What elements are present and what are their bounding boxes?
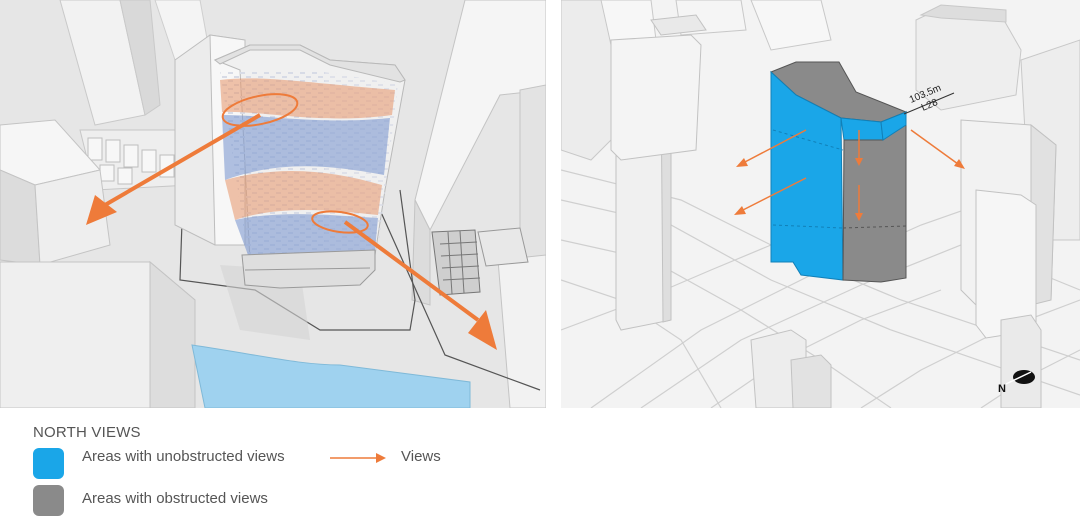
left-foreground-block xyxy=(0,119,111,266)
left-mid-tower xyxy=(610,14,707,161)
view-arrow-west-upper xyxy=(736,129,807,167)
legend: NORTH VIEWS Areas with unobstructed view… xyxy=(0,408,1080,518)
grid-canopy xyxy=(431,227,529,296)
right-foreground-towers xyxy=(411,0,546,408)
unobstructed-label: Areas with unobstructed views xyxy=(82,448,285,465)
obstructed-swatch xyxy=(33,485,64,516)
site-boundary xyxy=(179,189,416,331)
views-arrow-icon xyxy=(330,453,386,463)
north-label: N xyxy=(998,383,1006,395)
right-massing-view: 103.5m L28 N xyxy=(561,0,1080,408)
left-aerial-drawing xyxy=(0,0,546,408)
view-arrow-east xyxy=(910,129,965,169)
bottom-left-block xyxy=(0,260,196,408)
view-arrow-west-lower xyxy=(734,177,807,215)
left-aerial-view xyxy=(0,0,546,408)
background-towers-left xyxy=(59,0,211,126)
street-edge xyxy=(379,209,541,391)
right-massing-drawing: 103.5m L28 N xyxy=(561,0,1080,408)
right-towers xyxy=(750,119,1057,408)
view-arrow-northwest xyxy=(86,113,262,225)
view-arrow-southeast xyxy=(343,220,497,350)
legend-title: NORTH VIEWS xyxy=(33,424,141,441)
north-arrow: N xyxy=(998,370,1035,395)
unobstructed-facade xyxy=(770,70,844,281)
subject-tower xyxy=(770,61,908,283)
river xyxy=(191,344,471,408)
main-tower xyxy=(174,34,406,289)
obstructed-label: Areas with obstructed views xyxy=(82,490,268,507)
views-label: Views xyxy=(401,448,441,465)
unobstructed-swatch xyxy=(33,448,64,479)
